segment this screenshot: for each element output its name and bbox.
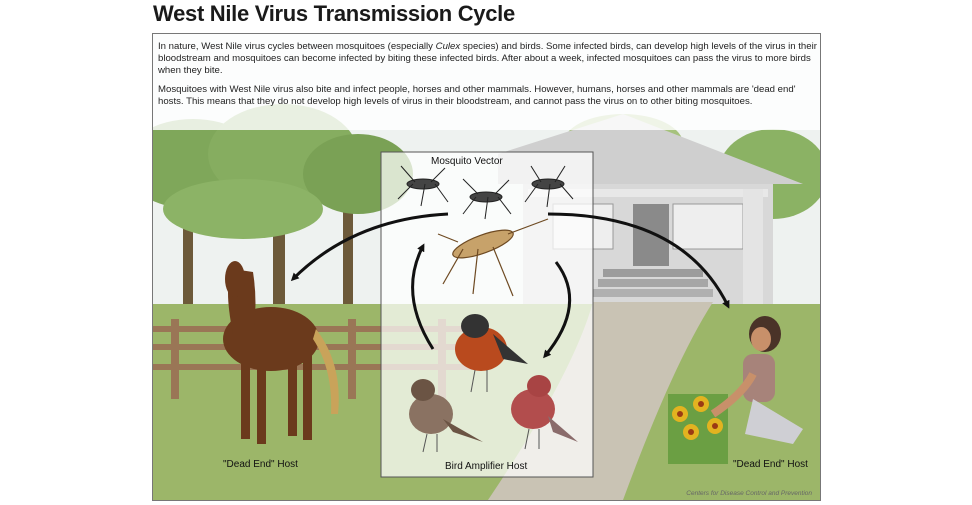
intro-paragraph-1: In nature, West Nile virus cycles betwee… — [158, 41, 817, 76]
finch — [511, 375, 578, 450]
flowers — [668, 394, 728, 464]
diagram-title: West Nile Virus Transmission Cycle — [153, 1, 515, 26]
mosquito-large — [437, 218, 549, 297]
arrow-to-horse — [290, 212, 449, 282]
arrow-bird-to-mosquito — [411, 243, 435, 350]
arrow-to-human — [547, 212, 730, 309]
sparrow — [409, 379, 483, 453]
label-bird-amplifier-host: Bird Amplifier Host — [445, 461, 528, 472]
label-dead-end-host-human: "Dead End" Host — [733, 459, 808, 470]
mosquito-1 — [397, 165, 449, 207]
label-dead-end-host-horse: "Dead End" Host — [223, 459, 298, 470]
intro-text-box: In nature, West Nile virus cycles betwee… — [153, 34, 820, 130]
robin — [455, 314, 528, 393]
illustration-panel: In nature, West Nile virus cycles betwee… — [152, 33, 821, 501]
credit-line: Centers for Disease Control and Preventi… — [686, 490, 812, 497]
label-mosquito-vector: Mosquito Vector — [431, 156, 503, 167]
mosquito-2 — [462, 178, 512, 220]
horse — [223, 261, 339, 444]
woman — [710, 316, 803, 444]
arrow-mosquito-to-bird — [543, 261, 572, 359]
intro-paragraph-2: Mosquitoes with West Nile virus also bit… — [158, 84, 796, 107]
mosquito-3 — [524, 165, 574, 208]
